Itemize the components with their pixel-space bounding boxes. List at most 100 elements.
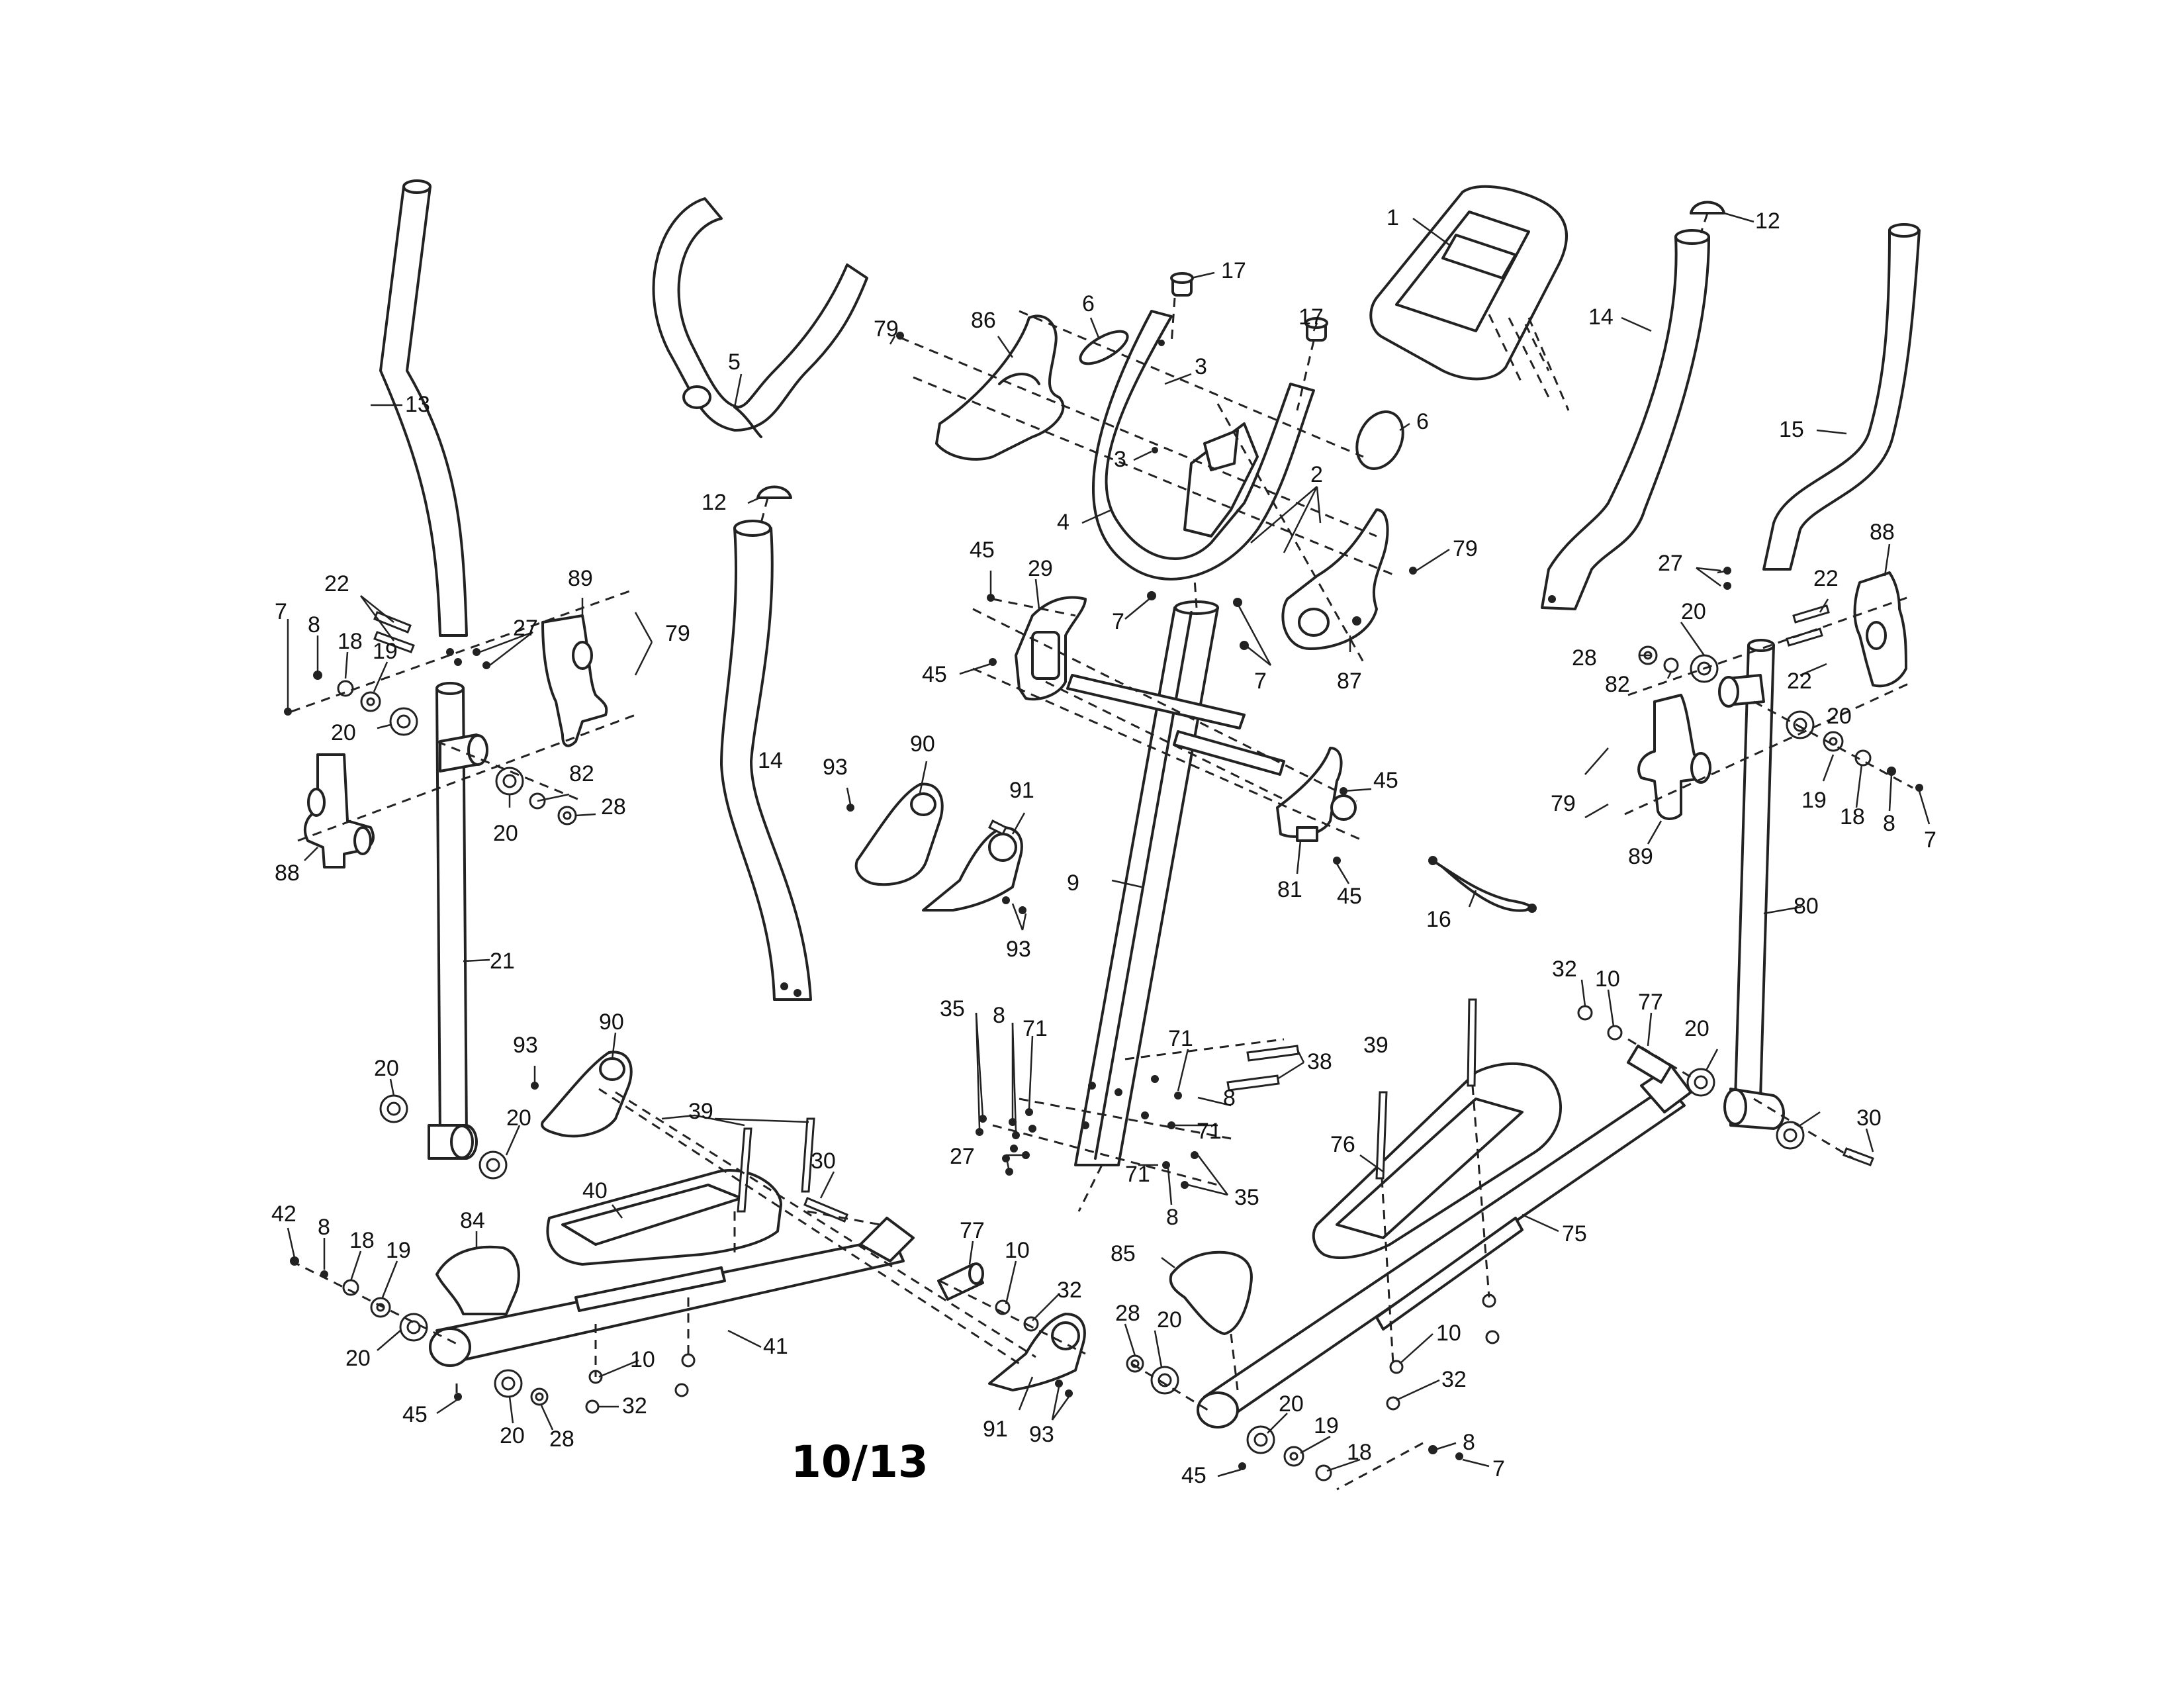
callout-8: 8 bbox=[308, 612, 320, 637]
callout-3: 3 bbox=[1195, 354, 1207, 379]
callout-4: 4 bbox=[1057, 510, 1069, 535]
part-14-left-lower-arm bbox=[720, 520, 812, 1001]
part-21-left-post bbox=[428, 682, 488, 1160]
part-6-ring-right bbox=[1355, 410, 1404, 470]
callout-45: 45 bbox=[402, 1402, 428, 1427]
callout-45: 45 bbox=[922, 662, 947, 687]
callout-71: 71 bbox=[1197, 1119, 1222, 1144]
part-88-yoke-right bbox=[1853, 571, 1907, 688]
callout-88: 88 bbox=[1870, 520, 1895, 545]
part-81-right-bracket bbox=[1276, 747, 1357, 842]
callout-42: 42 bbox=[271, 1201, 296, 1227]
callout-leader-lines bbox=[287, 212, 1931, 1477]
callout-19: 19 bbox=[373, 639, 398, 664]
callout-18: 18 bbox=[1840, 804, 1865, 829]
callout-14: 14 bbox=[1588, 305, 1614, 330]
callout-89: 89 bbox=[1628, 844, 1653, 869]
callout-10: 10 bbox=[1005, 1238, 1030, 1263]
callout-79: 79 bbox=[1453, 536, 1478, 561]
callout-7: 7 bbox=[1492, 1456, 1505, 1481]
part-91-pivot-cover-lower bbox=[988, 1313, 1086, 1391]
callout-80: 80 bbox=[1794, 894, 1819, 919]
callout-15: 15 bbox=[1779, 417, 1804, 442]
callout-84: 84 bbox=[460, 1208, 485, 1233]
part-5-handlebar-tube bbox=[652, 197, 868, 438]
callout-22: 22 bbox=[1813, 566, 1839, 591]
callout-5: 5 bbox=[728, 350, 741, 375]
callout-93: 93 bbox=[1029, 1422, 1054, 1447]
callout-32: 32 bbox=[1057, 1278, 1082, 1303]
callout-20: 20 bbox=[331, 720, 356, 745]
callout-22: 22 bbox=[324, 571, 349, 596]
part-84-rail-cover bbox=[435, 1245, 520, 1315]
callout-8: 8 bbox=[1223, 1086, 1236, 1111]
callout-45: 45 bbox=[1373, 768, 1398, 793]
callout-19: 19 bbox=[1314, 1413, 1339, 1438]
callout-86: 86 bbox=[971, 308, 996, 333]
part-89-yoke-left bbox=[541, 614, 608, 747]
callout-17: 17 bbox=[1298, 305, 1324, 330]
callout-8: 8 bbox=[1463, 1430, 1475, 1455]
callout-76: 76 bbox=[1330, 1132, 1355, 1157]
callout-30: 30 bbox=[811, 1149, 836, 1174]
callout-8: 8 bbox=[1166, 1205, 1179, 1230]
callout-45: 45 bbox=[970, 538, 995, 563]
callout-1: 1 bbox=[1387, 205, 1399, 230]
callout-75: 75 bbox=[1562, 1221, 1587, 1246]
part-87-right-shroud bbox=[1281, 508, 1389, 650]
callout-91: 91 bbox=[983, 1417, 1008, 1442]
callout-45: 45 bbox=[1337, 884, 1362, 909]
callout-20: 20 bbox=[1827, 704, 1852, 729]
callout-8: 8 bbox=[993, 1003, 1005, 1028]
callout-21: 21 bbox=[490, 949, 515, 974]
callout-8: 8 bbox=[318, 1215, 330, 1240]
callout-40: 40 bbox=[582, 1178, 608, 1203]
callout-32: 32 bbox=[1552, 957, 1577, 982]
callout-6: 6 bbox=[1416, 409, 1429, 434]
callout-10: 10 bbox=[1595, 966, 1620, 992]
part-40-left-pedal bbox=[546, 1169, 782, 1266]
callout-32: 32 bbox=[622, 1393, 647, 1419]
callout-27: 27 bbox=[950, 1144, 975, 1169]
callout-71: 71 bbox=[1168, 1026, 1193, 1051]
callout-38: 38 bbox=[1307, 1049, 1332, 1074]
callout-16: 16 bbox=[1426, 907, 1451, 932]
part-77-spacer-left bbox=[937, 1262, 984, 1301]
callout-17: 17 bbox=[1221, 258, 1246, 283]
callout-35: 35 bbox=[940, 996, 965, 1021]
callout-19: 19 bbox=[1801, 788, 1827, 813]
part-15-right-upper-arm bbox=[1762, 223, 1921, 571]
callout-10: 10 bbox=[1436, 1321, 1461, 1346]
callout-28: 28 bbox=[1572, 645, 1597, 671]
callout-8: 8 bbox=[1883, 811, 1895, 836]
callout-89: 89 bbox=[568, 566, 593, 591]
part-16-wire-harness bbox=[1428, 856, 1537, 913]
callout-82: 82 bbox=[1605, 672, 1630, 697]
callout-18: 18 bbox=[349, 1228, 375, 1253]
callout-88: 88 bbox=[275, 861, 300, 886]
callout-14: 14 bbox=[758, 748, 783, 773]
part-89-yoke-right bbox=[1637, 694, 1711, 820]
callout-71: 71 bbox=[1125, 1162, 1150, 1187]
callout-20: 20 bbox=[374, 1056, 399, 1081]
callout-87: 87 bbox=[1337, 669, 1362, 694]
callout-7: 7 bbox=[1112, 609, 1124, 634]
part-80-right-post bbox=[1718, 639, 1785, 1130]
part-12-end-cap-left bbox=[756, 485, 792, 499]
callout-82: 82 bbox=[569, 761, 594, 786]
callout-7: 7 bbox=[275, 599, 287, 624]
callout-30: 30 bbox=[1856, 1105, 1882, 1131]
part-90-pivot-cover-lower bbox=[541, 1051, 633, 1138]
callout-20: 20 bbox=[1684, 1016, 1709, 1041]
callout-6: 6 bbox=[1082, 291, 1095, 316]
part-90-pivot-cover-upper bbox=[854, 782, 944, 886]
callout-28: 28 bbox=[549, 1427, 574, 1452]
callout-9: 9 bbox=[1067, 870, 1079, 896]
part-76-right-pedal bbox=[1312, 1062, 1562, 1259]
callout-90: 90 bbox=[910, 731, 935, 757]
callout-41: 41 bbox=[763, 1334, 788, 1359]
callout-2: 2 bbox=[1310, 462, 1323, 487]
hardware-group bbox=[284, 332, 1923, 1481]
